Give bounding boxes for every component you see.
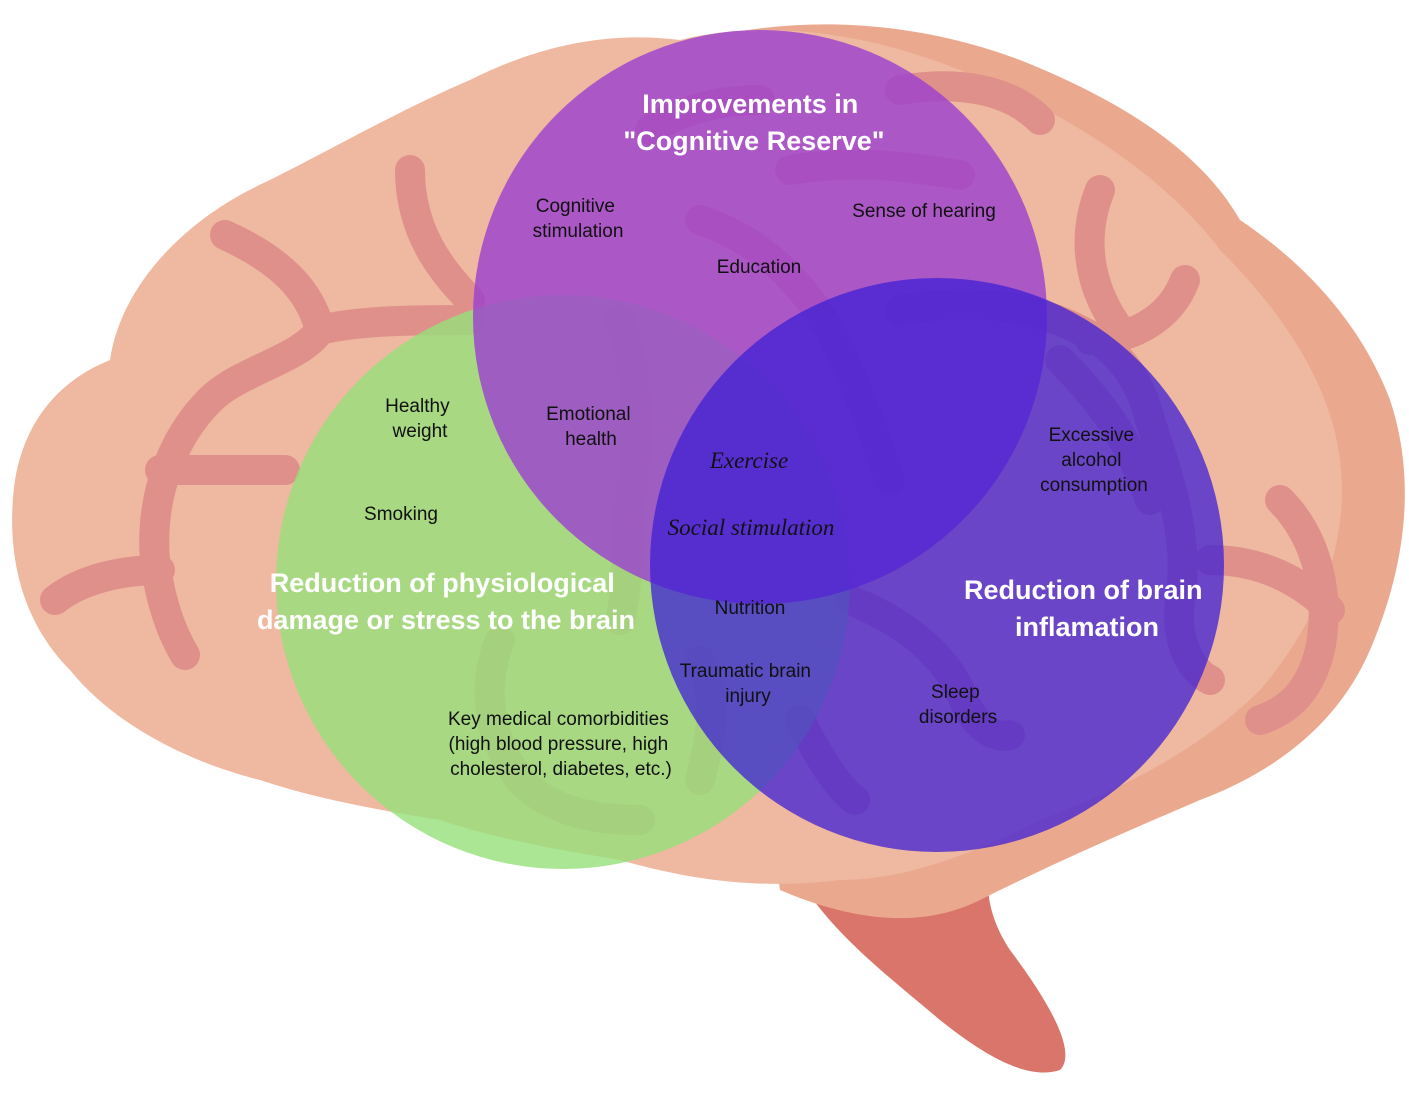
factor-traumatic-brain-injury: Traumatic brain injury [680,661,817,707]
title-inflammation: Reduction of brain inflamation [964,575,1210,642]
factor-sense-of-hearing: Sense of hearing [852,201,996,222]
factor-smoking: Smoking [364,504,438,525]
factor-healthy-weight: Healthy weight [385,396,455,442]
factor-emotional-health: Emotional health [546,404,636,450]
title-physiological: Reduction of physiological damage or str… [257,568,635,635]
factor-key-medical-comorbidities: Key medical comorbidities (high blood pr… [448,709,674,780]
circle-inflammation [650,278,1224,852]
factor-nutrition: Nutrition [715,598,786,619]
venn-circles [276,30,1224,869]
factor-social-stimulation: Social stimulation [668,515,835,540]
title-cognitive-reserve: Improvements in "Cognitive Reserve" [623,89,884,156]
factor-sleep-disorders: Sleep disorders [919,682,997,728]
factor-cognitive-stimulation: Cognitive stimulation [533,196,624,242]
factor-exercise: Exercise [709,448,788,473]
brain-stem [800,870,1066,1073]
factor-excessive-alcohol: Excessive alcohol consumption [1040,425,1148,496]
factor-education: Education [717,257,802,278]
